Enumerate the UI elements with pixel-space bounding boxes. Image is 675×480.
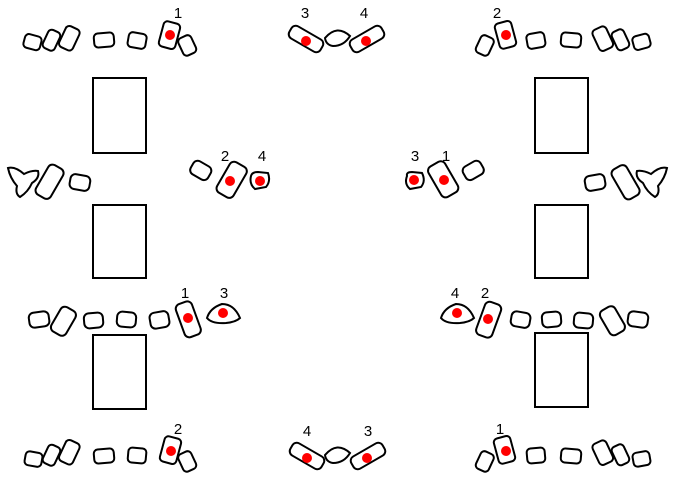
- row-lower-right: 4 2: [439, 285, 650, 339]
- y-shaped-tooth: [635, 166, 669, 199]
- marked-tooth: [439, 302, 476, 325]
- marked-tooth: [492, 435, 517, 465]
- tooth-number-label: 1: [496, 421, 504, 438]
- tooth-number-label: 2: [493, 5, 501, 22]
- center-tooth: [323, 446, 352, 465]
- row-lower-left: 1 3: [27, 285, 242, 339]
- y-shaped-tooth: [6, 166, 40, 199]
- center-tooth: [323, 29, 352, 48]
- row-bottom-right: 1: [474, 421, 652, 473]
- group-mid-right: 3 1: [405, 148, 485, 199]
- tooth-number-label: 3: [220, 285, 228, 302]
- tooth-number-label: 3: [301, 5, 309, 22]
- tooth-number-label: 4: [303, 423, 311, 440]
- marked-tooth: [157, 20, 182, 50]
- group-mid-left: 2 4: [189, 148, 271, 199]
- marked-tooth: [287, 24, 325, 54]
- tooth-number-label: 4: [360, 5, 368, 22]
- tooth-number-label: 2: [174, 421, 182, 438]
- marked-tooth: [158, 435, 183, 465]
- marked-tooth: [475, 300, 503, 339]
- row-mid-right-outer: [583, 164, 669, 201]
- tooth-number-label: 2: [481, 285, 489, 302]
- marked-tooth: [205, 302, 242, 325]
- marked-tooth: [215, 160, 248, 199]
- group-top-center: 3 4: [287, 5, 386, 54]
- row-top-left: 1: [22, 5, 198, 57]
- marked-tooth: [405, 170, 425, 191]
- row-bottom-left: 2: [23, 421, 198, 473]
- group-bottom-center: 4 3: [288, 423, 387, 471]
- tooth-number-label: 4: [258, 148, 266, 165]
- tooth-number-label: 3: [411, 148, 419, 165]
- tooth-number-label: 1: [174, 5, 182, 22]
- tooth-number-label: 1: [442, 148, 450, 165]
- marked-tooth: [493, 20, 518, 50]
- tray-rectangles: [92, 77, 589, 410]
- marked-tooth: [174, 300, 202, 339]
- tooth-number-label: 4: [451, 285, 459, 302]
- marked-tooth: [288, 441, 326, 471]
- marked-tooth: [348, 24, 386, 54]
- marked-tooth: [349, 441, 387, 471]
- row-mid-left-outer: [6, 163, 92, 200]
- row-top-right: 2: [474, 5, 652, 57]
- marked-tooth: [249, 170, 271, 191]
- marked-tooth: [427, 160, 460, 199]
- tooth-number-label: 2: [221, 148, 229, 165]
- tooth-number-label: 3: [364, 423, 372, 440]
- tooth-number-label: 1: [181, 285, 189, 302]
